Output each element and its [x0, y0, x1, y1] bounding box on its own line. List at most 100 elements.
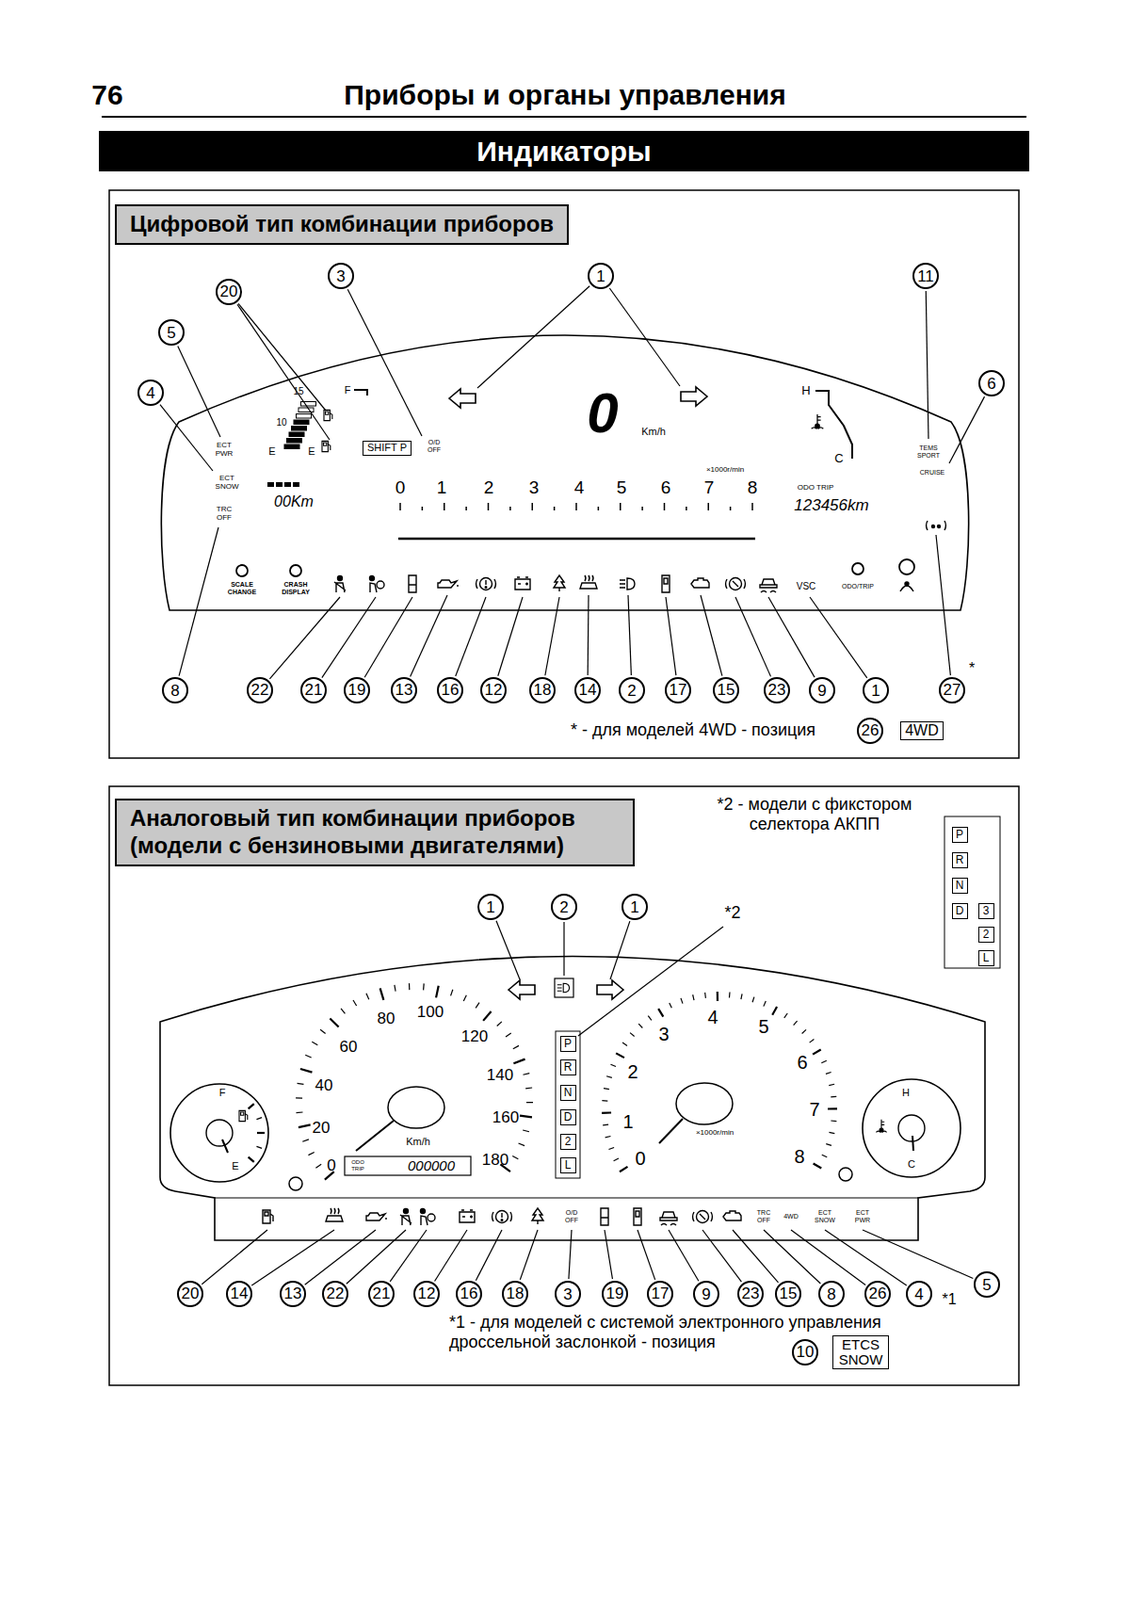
dial-tick [256, 1146, 262, 1148]
gauge-hub [676, 1082, 733, 1125]
label-text: F [344, 384, 352, 396]
leader-line [347, 289, 422, 436]
panel-frame [109, 190, 1019, 759]
callout-number: 12 [413, 1280, 441, 1308]
leader-line [735, 597, 772, 677]
node-text: 10 [796, 1343, 815, 1360]
node-text: R [564, 1060, 573, 1075]
warning-icon [633, 1208, 642, 1226]
callout-number: 8 [161, 677, 189, 704]
icon-stroke [420, 1215, 428, 1226]
boxed-indicator: ETCS SNOW [832, 1335, 889, 1370]
trip-segment [284, 482, 291, 487]
label-text: * [968, 660, 975, 678]
node-text: 1 [629, 899, 639, 916]
node-text: 16 [441, 681, 460, 698]
leader-line [700, 595, 723, 677]
icon-stroke [370, 576, 375, 582]
callout-number: 16 [436, 677, 465, 705]
icon-stroke [366, 1212, 387, 1221]
tick [575, 502, 578, 511]
fuel-scale [354, 389, 368, 396]
dial-tick [380, 987, 385, 1000]
warning-icon [476, 578, 497, 591]
leader-line [237, 304, 330, 440]
icon-stroke [660, 1211, 678, 1226]
gear-position: P [952, 826, 969, 843]
dial-tick [825, 1072, 832, 1075]
label-text: O/D OFF [424, 438, 444, 454]
label-text: ECT SNOW [812, 1209, 838, 1225]
label-text: VSC [796, 581, 817, 592]
warning-icon [693, 1210, 713, 1224]
label-text: E [268, 445, 275, 457]
icon-stroke [553, 575, 565, 592]
callout-number: 13 [390, 677, 419, 705]
icon-stroke [492, 1211, 513, 1222]
label-text: 7 [704, 478, 715, 499]
warning-icon [239, 1110, 248, 1121]
node-text: 22 [326, 1285, 345, 1302]
tick [532, 502, 534, 511]
leader-line [498, 597, 523, 677]
node-text: 4WD [904, 723, 939, 740]
node-text: 8 [170, 682, 179, 699]
icon-stroke [500, 1219, 503, 1222]
label-text: ODO/TRIP [841, 582, 874, 591]
callout-number: 20 [177, 1280, 205, 1308]
icon-stroke [322, 440, 331, 452]
fuel-bar [296, 414, 312, 420]
label-text: *1 - для моделей с системой электронного… [449, 1312, 939, 1352]
dial-tick [647, 1016, 652, 1021]
tick [751, 502, 754, 511]
callout-number: 9 [693, 1280, 720, 1308]
label-text: 160 [492, 1109, 519, 1128]
icon-stroke [532, 1208, 544, 1225]
icon-stroke [875, 1119, 887, 1133]
node-text: 22 [251, 681, 270, 698]
label-text: 6 [796, 1051, 808, 1073]
dial-tick [784, 1013, 788, 1018]
knob [839, 1167, 853, 1181]
gear-position: L [560, 1157, 577, 1174]
dial-tick [505, 1033, 512, 1037]
selector-column [555, 1031, 581, 1179]
label-text: O/D OFF [562, 1209, 582, 1225]
label-text: Приборы и органы управления [343, 79, 786, 111]
callout-number: 27 [938, 677, 967, 705]
tacho-bar [398, 537, 756, 541]
warning-strip [214, 1196, 919, 1198]
label-text: 123456km [793, 497, 869, 516]
boxed-indicator: SHIFT P [362, 440, 412, 456]
callout-number: 2 [618, 677, 646, 704]
label-text: 40 [315, 1077, 334, 1096]
dial-tick [483, 1011, 491, 1021]
leader-line [545, 597, 560, 676]
title-band: Индикаторы [98, 130, 1030, 172]
dial-tick [315, 1163, 322, 1168]
icon-stroke [904, 581, 909, 586]
leader-line [568, 1229, 572, 1279]
callout-number: 23 [737, 1280, 765, 1308]
callout-number: 15 [712, 677, 741, 705]
tick [729, 506, 732, 511]
node-text: 20 [181, 1285, 200, 1302]
leader-line [665, 597, 677, 676]
dial-tick [394, 984, 396, 992]
leader-line [455, 597, 486, 677]
label-text: H [801, 384, 810, 398]
tick [399, 502, 402, 511]
leader-line [346, 1229, 406, 1284]
dial-tick [353, 1000, 357, 1006]
dial-tick [812, 1049, 822, 1055]
gear-position: D [560, 1109, 577, 1126]
label-text: CRUISE [920, 468, 945, 477]
fuel-bar [287, 438, 303, 444]
node-text: 18 [506, 1285, 525, 1302]
node-text: 9 [701, 1286, 711, 1303]
icon-stroke [815, 423, 821, 429]
button [899, 559, 915, 575]
gear-position: 3 [978, 903, 995, 920]
icon-stroke [811, 414, 824, 429]
node-text: 15 [779, 1285, 798, 1302]
